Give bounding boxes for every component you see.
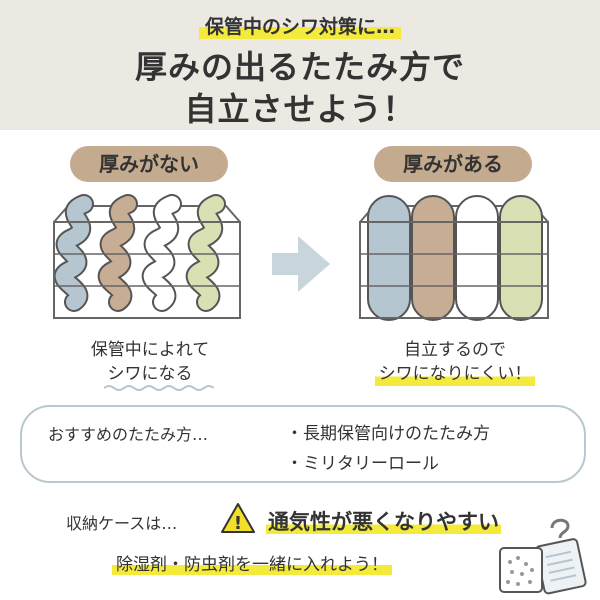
thin-folded-clothes-illustration [53, 194, 241, 319]
wavy-cloth-white [141, 194, 182, 312]
desiccant-pack-icon [499, 518, 587, 595]
storage-warning: 通気性が悪くなりやすい [266, 510, 501, 534]
storage-note-prefix: 収納ケースは… [66, 514, 178, 533]
recommendation-item-1: ・長期保管向けのたたみ方 [286, 424, 490, 444]
thick-cloth-blue [367, 195, 411, 321]
header-title-line2: 自立させよう！ [184, 90, 416, 128]
arrow-right-icon [272, 236, 330, 292]
wavy-cloth-green [185, 194, 226, 312]
left-caption-line2: シワになる [103, 362, 214, 391]
recommendation-lead: おすすめのたたみ方… [48, 425, 209, 444]
warning-triangle-icon: ! [221, 503, 255, 534]
label-thick: 厚みがある [374, 146, 532, 182]
recommendation-box: おすすめのたたみ方… ・長期保管向けのたたみ方 ・ミリタリーロール [20, 405, 586, 483]
wavy-cloth-beige [97, 194, 138, 312]
right-caption: 自立するので シワになりにくい！ [340, 338, 570, 386]
header-title-line1: 厚みの出るたたみ方で [134, 48, 465, 86]
wavy-underline [103, 385, 214, 391]
thick-cloth-green [499, 195, 543, 321]
wavy-cloth-blue [53, 194, 94, 312]
storage-advice: 除湿剤・防虫剤を一緒に入れよう！ [112, 550, 392, 575]
thick-cloth-beige [411, 195, 455, 321]
label-no-thickness: 厚みがない [70, 146, 228, 182]
thick-folded-clothes-illustration [359, 195, 549, 321]
left-caption: 保管中によれて シワになる [40, 338, 260, 391]
header-subtitle: 保管中のシワ対策に… [0, 12, 600, 39]
header-banner: 保管中のシワ対策に… 厚みの出るたたみ方で 自立させよう！ [0, 0, 600, 130]
thick-cloth-white [455, 195, 499, 321]
warning-glyph: ! [234, 513, 242, 534]
recommendation-item-2: ・ミリタリーロール [286, 454, 439, 474]
